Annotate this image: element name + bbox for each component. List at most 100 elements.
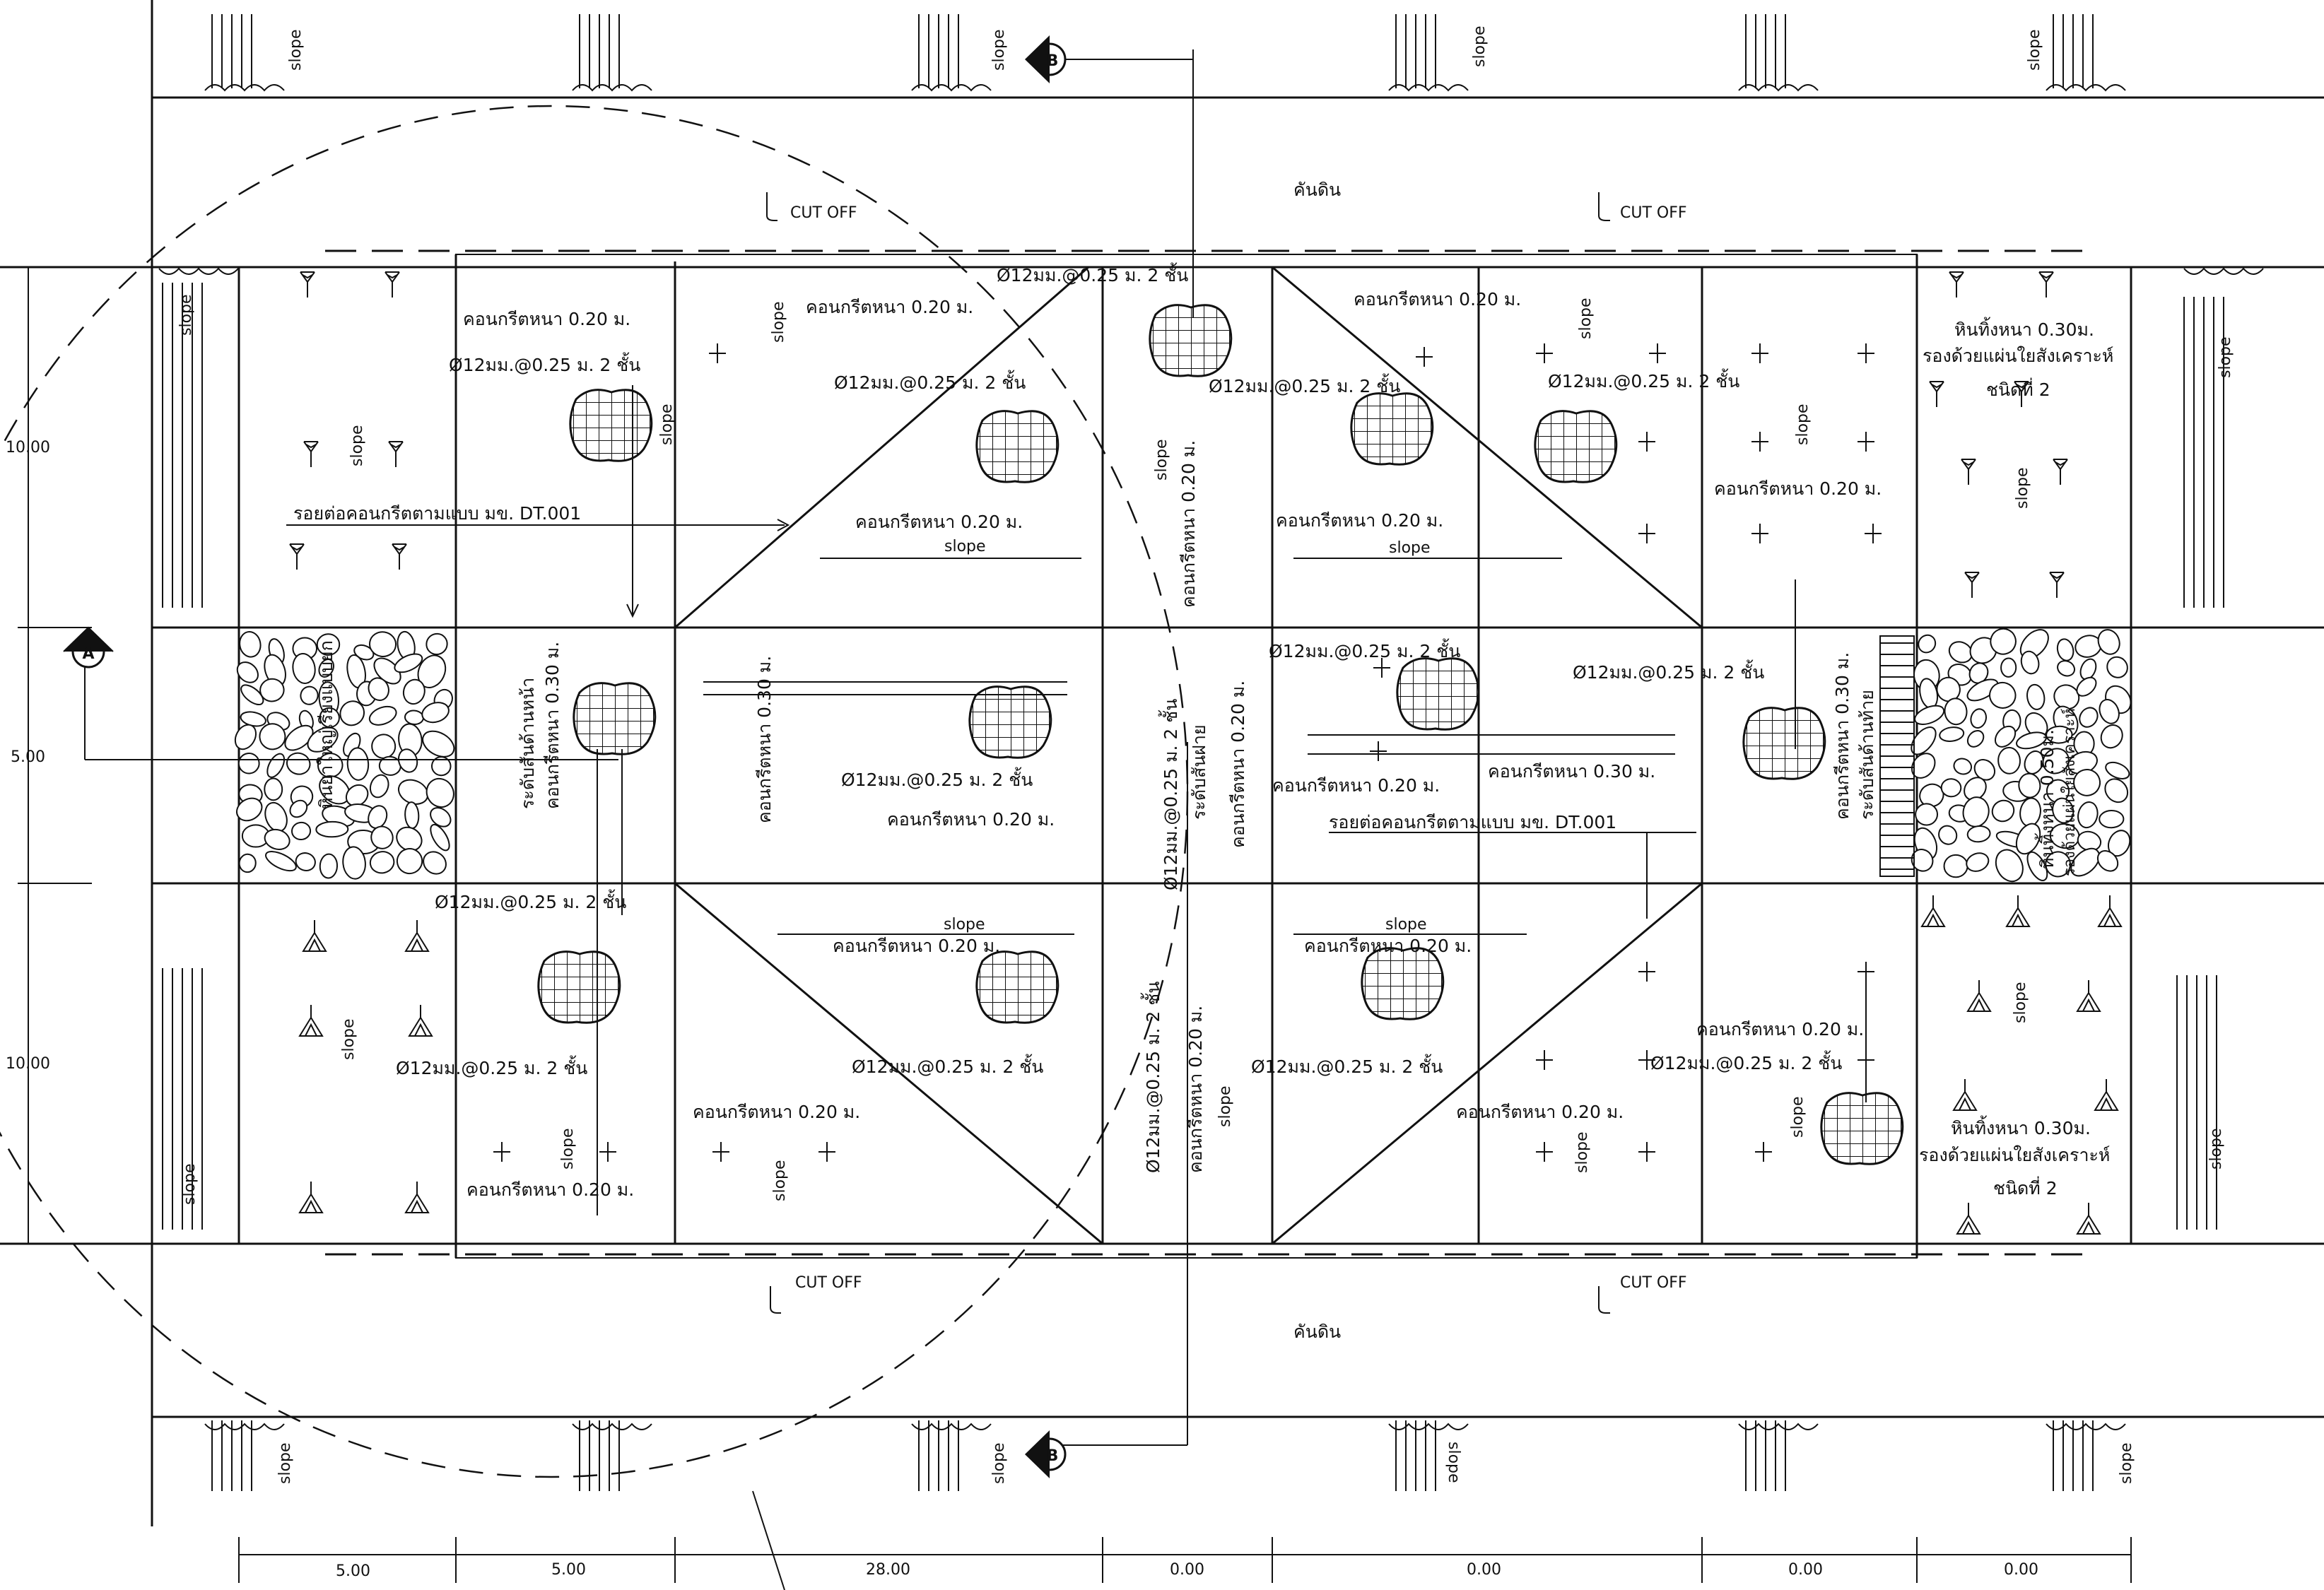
concrete-label-7: คอนกรีตหนา 0.20 ม. <box>887 809 1055 830</box>
concrete-label-3: คอนกรีตหนา 0.20 ม. <box>1354 289 1521 310</box>
slope-label-top-4: slope <box>2026 29 2043 71</box>
drawing-labels: คันดิน คันดิน CUT OFF CUT OFF CUT OFF CU… <box>177 25 2234 1484</box>
section-marker-b-bottom: B <box>1025 1430 1067 1478</box>
section-marker-a-label: A <box>82 645 94 663</box>
section-marker-a: A <box>63 626 114 669</box>
concrete-downstream-label: คอนกรีตหนา 0.30 ม. <box>1832 652 1853 820</box>
slope-label-7: slope <box>1389 539 1431 557</box>
slope-label-bottom-1: slope <box>276 1442 294 1484</box>
concrete-upstream-label: คอนกรีตหนา 0.30 ม. <box>542 642 563 809</box>
dim-bottom-1: 5.00 <box>336 1562 370 1580</box>
slope-label-3: slope <box>658 404 676 445</box>
concrete-label-1: คอนกรีตหนา 0.20 ม. <box>463 309 630 329</box>
slope-label-11: slope <box>2217 336 2234 378</box>
geotextile-type-label-top: ชนิดที่ 2 <box>1986 377 2050 400</box>
slope-label-17: slope <box>771 1160 789 1201</box>
slope-label-19: slope <box>1573 1131 1591 1173</box>
geotextile-label-top: รองด้วยแผ่นใยสังเคราะห์ <box>1923 346 2113 366</box>
rebar-label-7: Ø12มม.@0.25 ม. 2 ชั้น <box>1573 659 1764 683</box>
slope-label-5: slope <box>944 538 986 555</box>
slope-label-20: slope <box>1789 1096 1807 1138</box>
embankment-top-label: คันดิน <box>1293 179 1341 200</box>
sill-upstream-label: ระดับสันด้านหน้า <box>517 678 538 809</box>
rebar-label-10: Ø12มม.@0.25 ม. 2 ชั้น <box>396 1055 587 1078</box>
slope-label-12: slope <box>944 916 985 934</box>
slope-label-1: slope <box>177 294 195 336</box>
slope-label-16: slope <box>181 1163 199 1205</box>
slope-label-10: slope <box>2014 467 2031 509</box>
concrete-label-8: คอนกรีตหนา 0.20 ม. <box>1272 775 1440 796</box>
rebar-label-9: Ø12มม.@0.25 ม. 2 ชั้น <box>435 889 626 912</box>
geotextile-vertical-label: รองด้วยแผ่นใยสังเคราะห์ <box>2060 708 2079 876</box>
rebar-label-2: Ø12มม.@0.25 ม. 2 ชั้น <box>834 370 1026 393</box>
slope-label-22: slope <box>2207 1128 2225 1170</box>
rebar-label-13: Ø12มม.@0.25 ม. 2 ชั้น <box>1650 1050 1842 1073</box>
dumped-stone-label-top: หินทิ้งหนา 0.30ม. <box>1954 317 2094 340</box>
rebar-label-4: Ø12มม.@0.25 ม. 2 ชั้น <box>1209 373 1400 396</box>
dim-bottom-2: 5.00 <box>551 1561 586 1579</box>
rebar-vertical-label-2: Ø12มม.@0.25 ม. 2 ชั้น <box>1140 982 1163 1173</box>
cut-off-label-3: CUT OFF <box>795 1274 862 1292</box>
cut-off-label-4: CUT OFF <box>1620 1274 1687 1292</box>
joint-label-2: รอยต่อคอนกรีตตามแบบ มข. DT.001 <box>1329 812 1616 832</box>
rebar-vertical-label-1: Ø12มม.@0.25 ม. 2 ชั้น <box>1158 699 1181 890</box>
concrete-label-6: คอนกรีตหนา 0.20 ม. <box>1276 510 1443 531</box>
section-marker-b-top: B <box>1025 35 1067 83</box>
rebar-label-11: Ø12มม.@0.25 ม. 2 ชั้น <box>852 1054 1043 1077</box>
concrete-label-9: คอนกรีตหนา 0.30 ม. <box>1488 761 1655 782</box>
concrete-vertical-label-1: คอนกรีตหนา 0.20 ม. <box>1178 440 1199 608</box>
sill-downstream-label: ระดับสันด้านท้าย <box>1857 690 1877 820</box>
concrete-label-11: คอนกรีตหนา 0.20 ม. <box>1304 936 1472 956</box>
slope-label-top-1: slope <box>287 29 305 71</box>
rebar-label-3: Ø12มม.@0.25 ม. 2 ชั้น <box>997 262 1188 285</box>
concrete-label-15: คอนกรีตหนา 0.20 ม. <box>466 1179 634 1200</box>
slope-label-6: slope <box>1153 439 1170 481</box>
dim-bottom-7: 0.00 <box>2004 1561 2038 1579</box>
slope-label-9: slope <box>1794 404 1812 445</box>
slope-label-8: slope <box>1577 298 1595 339</box>
rebar-label-12: Ø12มม.@0.25 ม. 2 ชั้น <box>1251 1054 1443 1077</box>
slope-label-top-3: slope <box>1471 25 1489 67</box>
slope-label-4: slope <box>770 301 787 343</box>
slope-label-2: slope <box>348 425 366 466</box>
rebar-label-1: Ø12มม.@0.25 ม. 2 ชั้น <box>449 352 640 375</box>
leader-lines <box>84 49 1867 1446</box>
concrete-vertical-label-4: คอนกรีตหนา 0.20 ม. <box>1185 1006 1206 1173</box>
concrete-label-2: คอนกรีตหนา 0.20 ม. <box>806 297 973 317</box>
dim-bottom-4: 0.00 <box>1170 1561 1204 1579</box>
riprap-stones <box>234 628 2132 883</box>
embankment-bottom-label: คันดิน <box>1293 1321 1341 1342</box>
slope-label-bottom-2: slope <box>990 1442 1008 1484</box>
concrete-label-13: คอนกรีตหนา 0.20 ม. <box>693 1102 860 1122</box>
dim-bottom-6: 0.00 <box>1788 1561 1823 1579</box>
rebar-label-8: Ø12มม.@0.25 ม. 2 ชั้น <box>841 767 1033 790</box>
geotextile-type-label-bottom: ชนิดที่ 2 <box>1993 1176 2058 1199</box>
concrete-label-5: คอนกรีตหนา 0.20 ม. <box>855 512 1023 532</box>
slope-label-14: slope <box>340 1018 358 1060</box>
concrete-label-4: คอนกรีตหนา 0.20 ม. <box>1714 478 1882 499</box>
apron-grid <box>237 254 2132 1259</box>
dim-left-1: 10.00 <box>6 439 50 457</box>
step-hatch <box>1879 635 1915 877</box>
section-marker-b-top-label: B <box>1047 52 1059 70</box>
dim-bottom-3: 28.00 <box>866 1561 910 1579</box>
rebar-label-6: Ø12มม.@0.25 ม. 2 ชั้น <box>1269 638 1460 661</box>
cut-off-label-2: CUT OFF <box>1620 204 1687 222</box>
concrete-label-14: คอนกรีตหนา 0.20 ม. <box>1456 1102 1624 1122</box>
concrete-label-10: คอนกรีตหนา 0.20 ม. <box>833 936 1000 956</box>
slope-label-13: slope <box>1385 916 1427 934</box>
slope-label-bottom-3: slope <box>1445 1442 1462 1483</box>
slope-label-15: slope <box>559 1128 577 1170</box>
dim-left-3: 10.00 <box>6 1055 50 1073</box>
riprap-label: หินยาใหญ่เรียงแบบยก <box>316 640 336 809</box>
dim-left-2: 5.00 <box>11 748 45 766</box>
slope-label-21: slope <box>2012 982 2029 1023</box>
crest-level-label: ระดับสันฝาย <box>1189 724 1209 820</box>
slope-label-bottom-4: slope <box>2118 1442 2135 1484</box>
dumped-stone-050-label: หินทิ้งหนา 0.50ม. <box>2034 729 2058 869</box>
slope-label-18: slope <box>1216 1085 1234 1127</box>
channel-hatching <box>158 14 2264 1491</box>
cut-off-lines <box>325 249 2085 1256</box>
slope-label-top-2: slope <box>990 29 1008 71</box>
